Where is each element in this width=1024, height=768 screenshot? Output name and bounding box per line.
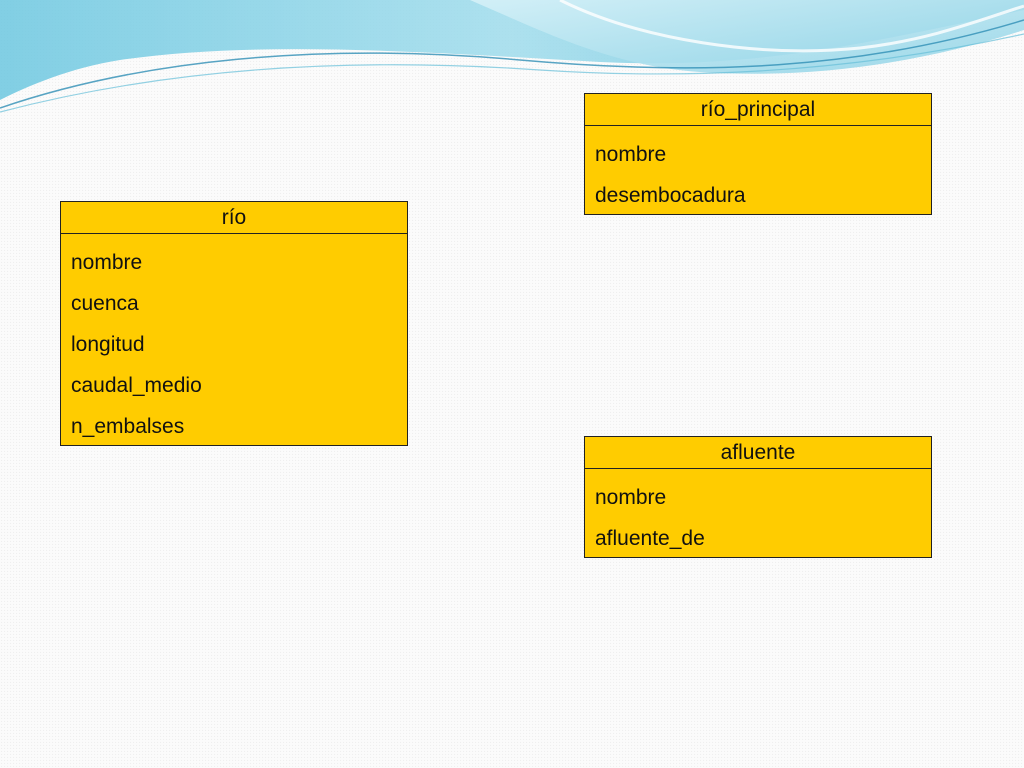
attribute: n_embalses: [71, 415, 185, 438]
entity-title: río: [61, 202, 407, 234]
attribute: caudal_medio: [71, 374, 202, 397]
entity-attributes: nombre afluente_de: [585, 469, 931, 559]
entity-afluente: afluente nombre afluente_de: [584, 436, 932, 558]
decorative-wave-header: [0, 0, 1024, 113]
entity-rio: río nombre cuenca longitud caudal_medio …: [60, 201, 408, 446]
wave-line-1: [0, 19, 1024, 109]
attribute: cuenca: [71, 292, 139, 315]
entity-title: río_principal: [585, 94, 931, 126]
wave-line-2: [0, 33, 1024, 113]
attribute: nombre: [595, 486, 667, 509]
attribute: longitud: [71, 333, 145, 356]
attribute: nombre: [71, 251, 143, 274]
attribute: nombre: [595, 143, 667, 166]
attribute: desembocadura: [595, 184, 746, 207]
entity-rio-principal: río_principal nombre desembocadura: [584, 93, 932, 215]
attribute: afluente_de: [595, 527, 705, 550]
wave-line-3: [559, 0, 1024, 53]
entity-title: afluente: [585, 437, 931, 469]
wave-band-light: [470, 0, 1024, 74]
entity-attributes: nombre desembocadura: [585, 126, 931, 216]
entity-attributes: nombre cuenca longitud caudal_medio n_em…: [61, 234, 407, 447]
